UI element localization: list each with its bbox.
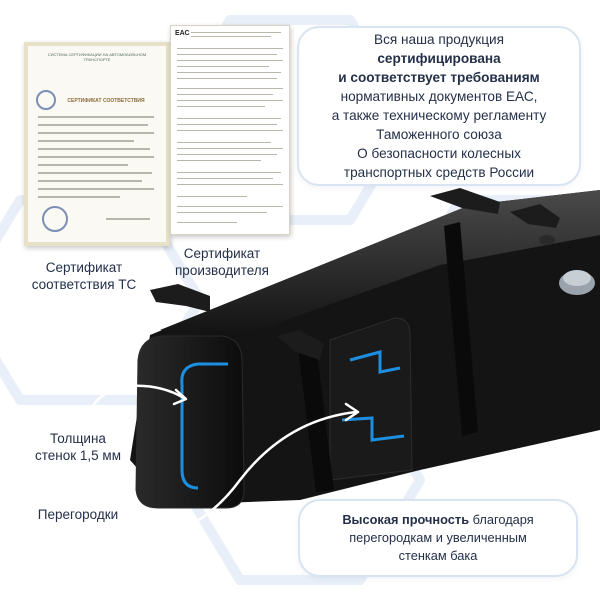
stamp-icon <box>36 90 56 110</box>
certificate-tc-document: СИСТЕМА СЕРТИФИКАЦИИ НА АВТОМОБИЛЬНОМ ТР… <box>24 42 170 246</box>
strength-info-box: Высокая прочность благодаря перегородкам… <box>298 499 578 577</box>
info-line: нормативных документов ЕАС, <box>340 89 538 104</box>
label-line: Сертификат <box>183 246 261 261</box>
label-line: производителя <box>175 263 269 278</box>
eac-logo: ЕАС <box>175 30 190 37</box>
info-line-bold: и соответствует требованиям <box>338 70 540 85</box>
info-line: транспортных средств России <box>343 165 535 180</box>
label-wall-thickness: Толщина стенок 1,5 мм <box>8 430 148 464</box>
label-line: Толщина <box>50 431 106 446</box>
info-line: Таможенного союза <box>376 127 502 142</box>
label-line: соответствия ТС <box>31 277 137 292</box>
info-line: О безопасности колесных <box>357 146 521 161</box>
info-line: перегородкам и увеличенным <box>349 530 527 545</box>
info-line-bold: Высокая прочность <box>342 512 470 527</box>
certificate-manufacturer-document: ЕАС <box>170 25 290 235</box>
info-line: стенкам бака <box>398 548 478 563</box>
certificate-title: СЕРТИФИКАТ СООТВЕТСТВИЯ <box>67 98 145 104</box>
stamp-icon <box>42 206 68 232</box>
certificate-header: СИСТЕМА СЕРТИФИКАЦИИ НА АВТОМОБИЛЬНОМ ТР… <box>47 52 147 62</box>
info-line: а также техническому регламенту <box>331 108 547 123</box>
label-certificate-manufacturer: Сертификат производителя <box>162 245 282 279</box>
info-line-rest: благодаря <box>469 512 534 527</box>
certification-info-box: Вся наша продукция сертифицирована и соо… <box>297 26 581 186</box>
label-line: Сертификат <box>45 260 123 275</box>
info-line-bold: сертифицирована <box>377 51 501 66</box>
label-partitions: Перегородки <box>37 507 119 522</box>
info-line: Вся наша продукция <box>374 32 504 47</box>
info-line: Высокая прочность благодаря <box>300 511 576 529</box>
label-line: стенок 1,5 мм <box>35 448 121 463</box>
label-certificate-tc: Сертификат соответствия ТС <box>4 259 164 293</box>
